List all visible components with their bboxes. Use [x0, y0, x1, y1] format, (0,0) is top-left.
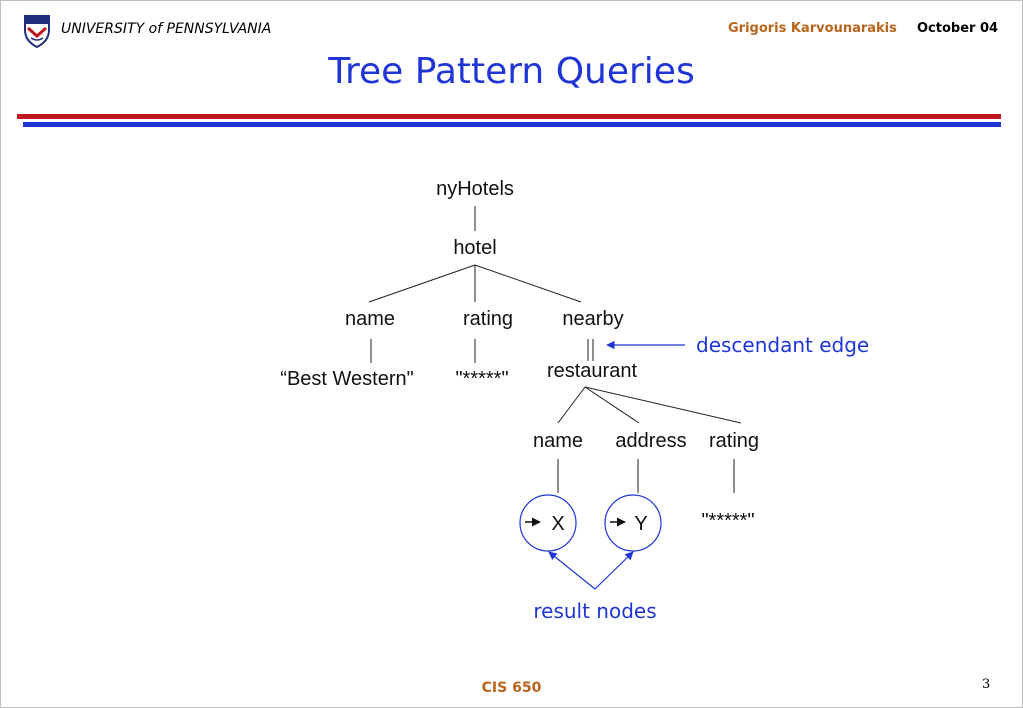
- node-restaurant: restaurant: [547, 360, 637, 382]
- node-rating-value: "*****": [455, 368, 508, 390]
- edge-hotel-name: [368, 264, 476, 303]
- result-node-x-circle: [519, 494, 577, 552]
- edge-hotel-nearby: [474, 264, 582, 303]
- node-name: name: [345, 308, 395, 330]
- node-result-y: Y: [634, 513, 647, 535]
- node-nyhotels: nyHotels: [436, 178, 514, 200]
- node-restaurant-address: address: [615, 430, 686, 452]
- result-nodes-arrow-left: [548, 551, 596, 590]
- slide-title: Tree Pattern Queries: [328, 51, 695, 92]
- result-node-y-circle: [604, 494, 662, 552]
- header-rule-red: [17, 114, 1001, 119]
- course-label: CIS 650: [481, 680, 542, 696]
- penn-shield-logo: [24, 15, 50, 48]
- edge-restaurant-address: [584, 386, 640, 424]
- node-name-value: “Best Western": [280, 368, 413, 390]
- header-rule-blue: [23, 122, 1001, 127]
- node-nearby: nearby: [562, 308, 623, 330]
- result-nodes-label: result nodes: [533, 599, 656, 623]
- result-nodes-arrow-right: [594, 551, 634, 590]
- node-rating: rating: [463, 308, 513, 330]
- page-number: 3: [982, 677, 991, 692]
- node-hotel: hotel: [453, 237, 496, 259]
- edge-restaurant-rating: [584, 386, 742, 424]
- presentation-date: October 04: [917, 21, 999, 36]
- author-name: Grigoris Karvounarakis: [728, 21, 897, 36]
- node-restaurant-rating-value: "*****": [701, 510, 754, 532]
- university-name: UNIVERSITY of PENNSYLVANIA: [61, 21, 272, 37]
- edge-restaurant-name: [557, 386, 586, 424]
- node-restaurant-name: name: [533, 430, 583, 452]
- node-restaurant-rating: rating: [709, 430, 759, 452]
- descendant-edge-label: descendant edge: [696, 333, 869, 357]
- node-result-x: X: [551, 513, 564, 535]
